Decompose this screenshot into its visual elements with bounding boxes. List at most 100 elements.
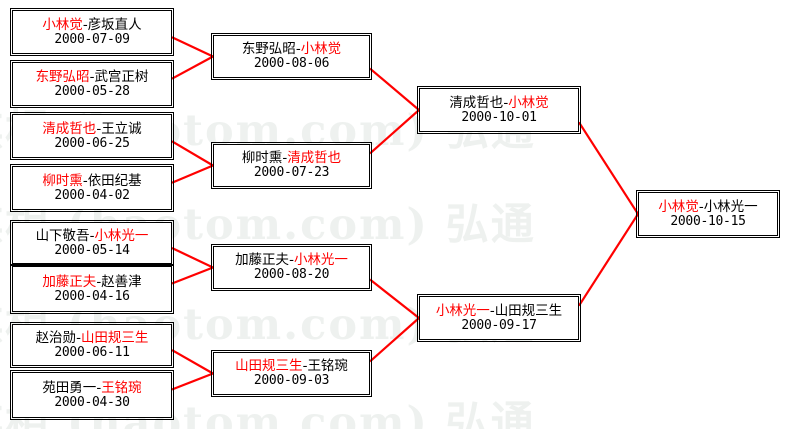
connector-line [171, 266, 214, 285]
match-players: 小林觉-彦坂直人 [42, 18, 141, 32]
player-left: 清成哲也 [42, 120, 97, 137]
player-left: 小林觉 [42, 16, 83, 33]
player-right: 小林光一 [293, 252, 348, 269]
player-separator: - [96, 379, 102, 396]
player-separator: - [289, 252, 294, 269]
player-separator: - [489, 302, 495, 319]
player-right: 王铭琬 [307, 358, 348, 375]
connector-line [171, 349, 214, 375]
match-date: 2000-10-15 [670, 213, 746, 229]
player-separator: - [302, 358, 308, 375]
match-date: 2000-07-09 [54, 31, 130, 47]
player-right: 依田纪基 [87, 172, 142, 189]
match-players: 清成哲也-王立诚 [42, 122, 141, 136]
connector-line [369, 317, 420, 363]
player-right: 小林觉 [508, 94, 549, 111]
match-players: 柳时熏-依田纪基 [42, 174, 141, 188]
player-separator: - [89, 68, 95, 85]
player-right: 山田规三生 [494, 302, 563, 319]
connector-line [369, 278, 420, 319]
match-date: 2000-05-28 [54, 83, 130, 99]
player-right: 小林觉 [300, 41, 342, 58]
match-players: 山下敬吾-小林光一 [36, 229, 149, 243]
match-players: 加藤正夫-赵善津 [42, 275, 141, 289]
player-separator: - [282, 150, 288, 167]
player-left: 山田规三生 [235, 358, 303, 375]
match-players: 东野弘昭-武宫正树 [36, 70, 149, 84]
player-right: 武宫正树 [94, 68, 149, 85]
player-right: 王立诚 [101, 120, 142, 137]
match-players: 东野弘昭-小林觉 [242, 42, 341, 56]
match-players: 小林觉-小林光一 [658, 200, 757, 214]
connector-line [171, 55, 214, 80]
player-right: 山田规三生 [80, 329, 149, 346]
match-date: 2000-06-11 [54, 344, 130, 360]
match-players: 柳时熏-清成哲也 [242, 151, 341, 165]
player-separator: - [503, 94, 509, 111]
player-left: 山下敬吾 [35, 227, 90, 244]
match-date: 2000-07-23 [253, 165, 330, 181]
match-players: 清成哲也-小林觉 [449, 96, 548, 110]
match-date: 2000-09-03 [253, 373, 330, 389]
player-separator: - [295, 41, 301, 58]
match-date: 2000-04-30 [54, 394, 130, 410]
player-separator: - [82, 172, 88, 189]
player-left: 赵治勋 [35, 329, 77, 346]
player-left: 柳时熏 [42, 172, 83, 189]
player-separator: - [89, 227, 95, 244]
match-date: 2000-05-14 [54, 242, 130, 258]
player-left: 小林光一 [435, 302, 490, 319]
player-left: 清成哲也 [449, 94, 504, 111]
player-right: 王铭琬 [101, 379, 142, 396]
connector-line [171, 247, 214, 269]
match-players: 苑田勇一-王铭琬 [42, 381, 141, 395]
player-separator: - [82, 16, 88, 33]
player-left: 加藤正夫 [42, 273, 97, 290]
match-date: 2000-08-20 [253, 267, 330, 283]
player-left: 东野弘昭 [241, 41, 296, 58]
player-left: 小林觉 [658, 198, 699, 215]
match-players: 加藤正夫-小林光一 [235, 253, 348, 267]
player-right: 彦坂直人 [87, 16, 142, 33]
match-date: 2000-10-01 [461, 109, 537, 125]
match-players: 小林光一-山田规三生 [436, 304, 562, 318]
connector-line [578, 213, 639, 307]
match-date: 2000-04-02 [54, 187, 130, 203]
player-separator: - [96, 273, 102, 290]
match-players: 赵治勋-山田规三生 [36, 331, 149, 345]
match-date: 2000-09-17 [461, 317, 537, 333]
player-right: 清成哲也 [287, 150, 342, 167]
player-left: 东野弘昭 [35, 68, 90, 85]
match-date: 2000-04-16 [54, 288, 130, 304]
player-left: 柳时熏 [241, 150, 283, 167]
connector-line [171, 140, 214, 167]
player-right: 赵善津 [101, 273, 142, 290]
player-separator: - [96, 120, 102, 137]
player-left: 加藤正夫 [235, 252, 290, 269]
player-separator: - [698, 198, 704, 215]
connector-line [369, 109, 420, 155]
connector-line [369, 67, 420, 111]
player-separator: - [76, 329, 81, 346]
player-right: 小林光一 [703, 198, 758, 215]
connector-line [171, 372, 214, 391]
match-date: 2000-08-06 [253, 56, 330, 72]
connector-line [171, 36, 214, 58]
match-players: 山田规三生-王铭琬 [235, 359, 348, 373]
